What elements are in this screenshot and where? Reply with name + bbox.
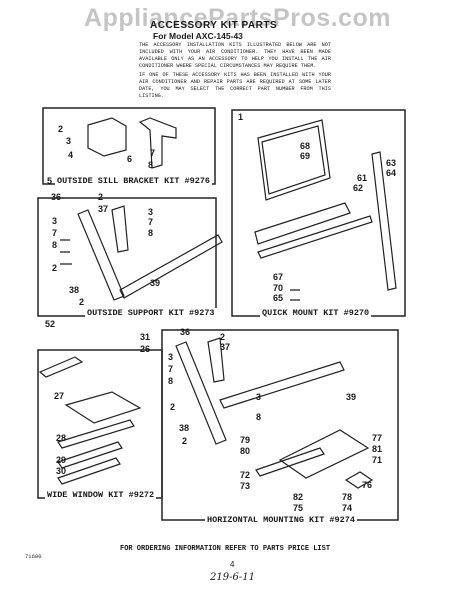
callout: 39 [346,392,357,402]
support-bar [77,209,125,301]
horizontal-support-bar [175,341,227,445]
callout: 27 [54,391,65,401]
callout: 64 [386,168,397,178]
kit-label-wide-window: WIDE WINDOW KIT #9272 [45,490,157,500]
callout: 37 [220,342,231,352]
callout: 52 [45,319,56,329]
callout: 2 [52,263,58,273]
callout: 71 [372,455,383,465]
horizontal-frame [161,329,399,521]
wide-window-panel [64,391,142,424]
callout: 5 [47,176,53,186]
quick-mount-rail [254,202,351,245]
repair-paragraph: If one of these accessory kits has been … [139,72,331,99]
wide-window-top [38,356,84,378]
callout: 2 [182,436,188,446]
callout: 2 [170,402,176,412]
page-number: 4 [230,560,235,569]
callout: 8 [148,160,154,170]
callout: 3 [168,352,174,362]
callout: 65 [273,293,284,303]
ordering-note: FOR ORDERING INFORMATION REFER TO PARTS … [120,545,331,553]
page-title: ACCESSORY KIT PARTS [150,20,278,31]
callout: 81 [372,444,383,454]
sill-bracket-arm [138,117,177,169]
callout: 36 [180,327,191,337]
callout: 7 [150,148,156,158]
callout: 36 [51,192,62,202]
callout: 26 [140,344,151,354]
callout: 68 [300,141,311,151]
callout: 8 [168,376,174,386]
callout: 7 [52,228,58,238]
sill-bracket-plate [87,117,127,157]
quick-mount-frame [257,119,331,201]
watermark: AppliancePartsPros.com [84,4,391,32]
callout: 69 [300,151,311,161]
callout: 1 [238,112,244,122]
callout: 2 [220,332,226,342]
callout: 2 [98,192,104,202]
document-code: 71600 [25,553,42,560]
intro-paragraph: The accessory installation kits illustra… [139,42,331,69]
callout: 39 [150,278,161,288]
callout: 61 [357,173,368,183]
handwritten-note: 219-6-11 [210,572,255,583]
callout: 30 [56,466,67,476]
horizontal-rail [219,361,345,409]
kit-label-quick-mount: QUICK MOUNT KIT #9270 [260,308,372,318]
callout: 28 [56,433,67,443]
callout: 7 [148,217,154,227]
kit-label-horizontal: HORIZONTAL MOUNTING KIT #9274 [205,515,357,525]
sill-bracket-frame [42,107,216,185]
callout: 8 [256,412,262,422]
callout: 38 [69,285,80,295]
callout: 2 [79,297,85,307]
callout: 8 [52,240,58,250]
callout: 82 [293,492,304,502]
callout: 62 [353,183,364,193]
quick-mount-frame-box [231,109,406,317]
callout: 7 [168,364,174,374]
callout: 6 [127,154,133,164]
kit-label-support: OUTSIDE SUPPORT KIT #9273 [85,308,217,318]
support-frame [37,197,217,317]
callout: 3 [148,207,154,217]
callout: 72 [240,470,251,480]
callout: 70 [273,283,284,293]
callout: 63 [386,158,397,168]
callout: 76 [362,480,373,490]
callout: 77 [372,433,383,443]
callout: 31 [140,332,151,342]
callout: 74 [342,503,353,513]
callout: 80 [240,446,251,456]
callout: 75 [293,503,304,513]
kit-label-sill-bracket: OUTSIDE SILL BRACKET KIT #9276 [55,176,213,186]
callout: 3 [52,216,58,226]
callout: 37 [98,204,109,214]
horizontal-pan [278,429,370,479]
callout: 2 [58,124,64,134]
callout: 78 [342,492,353,502]
model-subtitle: For Model AXC-145-43 [153,31,243,41]
callout: 3 [256,392,262,402]
callout: 8 [148,228,154,238]
callout: 79 [240,435,251,445]
callout: 67 [273,272,284,282]
callout: 73 [240,481,251,491]
support-rail [119,234,223,299]
callout: 4 [68,150,74,160]
callout: 38 [179,423,190,433]
callout: 3 [66,136,72,146]
callout: 29 [56,455,67,465]
